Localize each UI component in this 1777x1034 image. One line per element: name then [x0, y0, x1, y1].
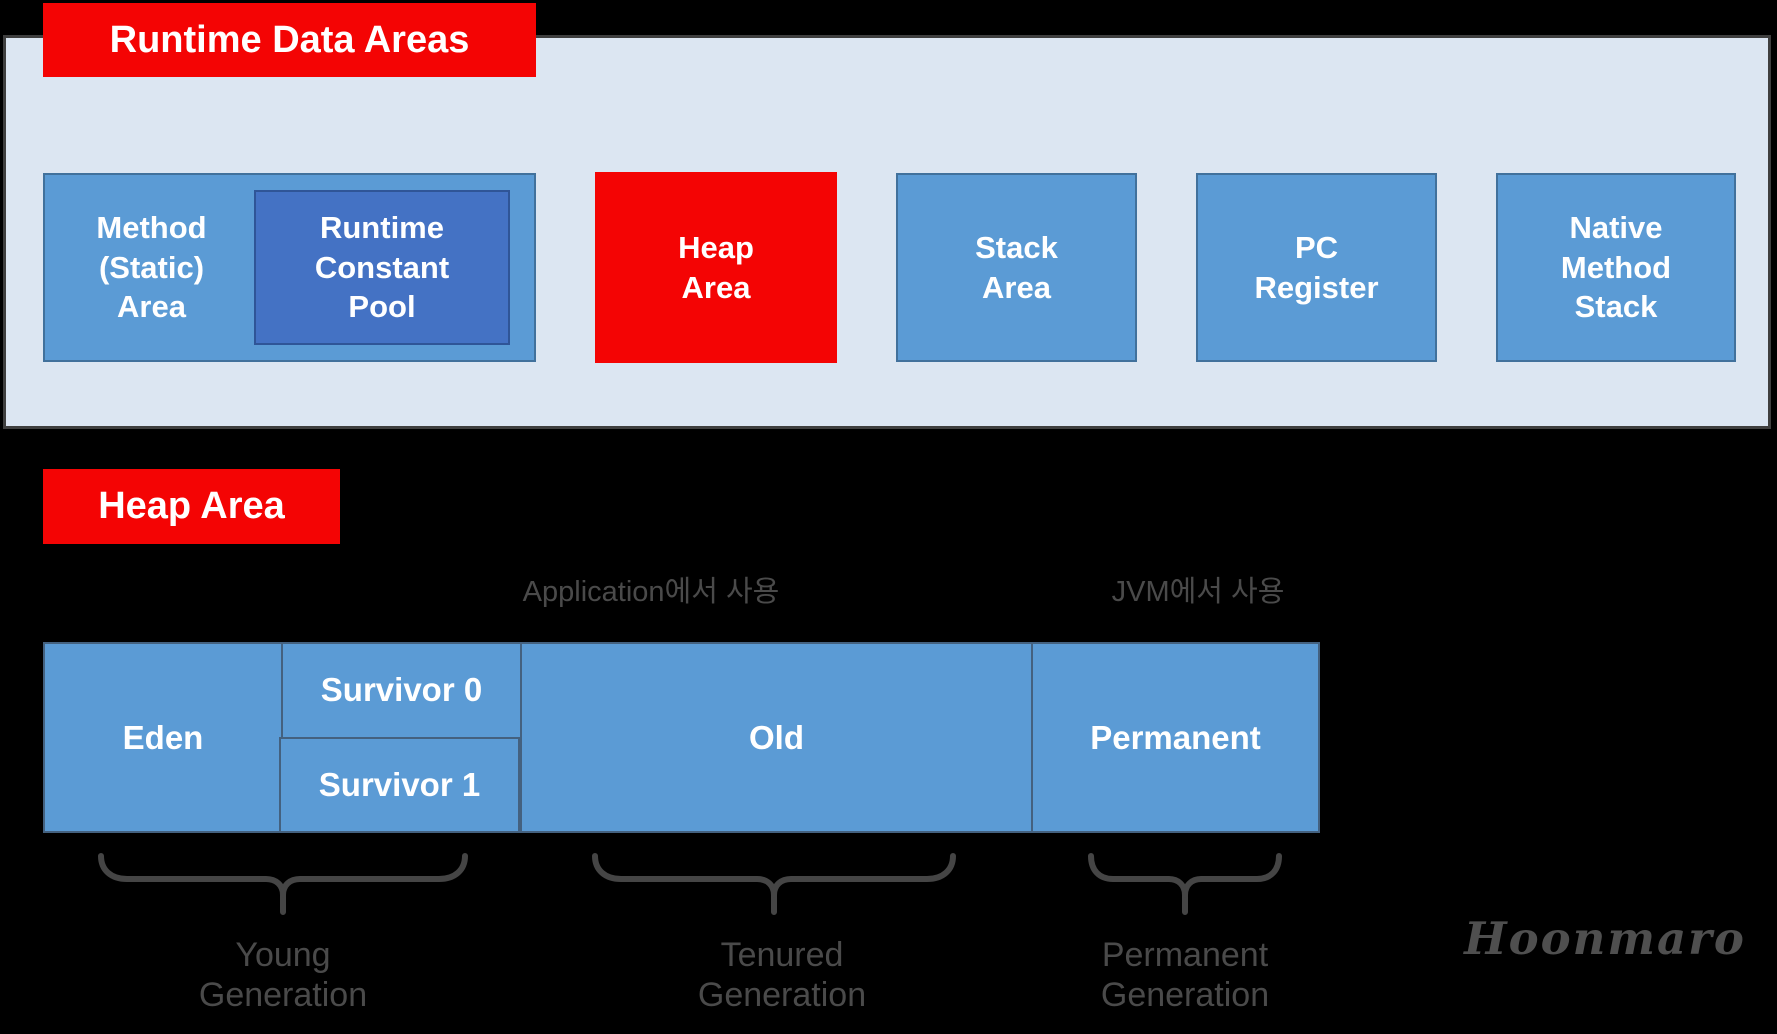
- eden-segment: Eden: [43, 642, 283, 833]
- permanent-generation-label: Permanent Generation: [1100, 936, 1270, 1015]
- old-segment: Old: [520, 642, 1033, 833]
- young-generation-label: Young Generation: [198, 936, 368, 1015]
- jvm-usage-note: JVM에서 사용: [1111, 576, 1285, 608]
- heap-structure-bar: Eden Survivor 0 Survivor 1 Old Permanent: [43, 642, 1326, 833]
- heap-area-title: Heap Area: [43, 469, 340, 544]
- heap-area-box: Heap Area: [595, 172, 837, 363]
- pc-register-box: PC Register: [1196, 173, 1437, 362]
- young-generation-brace: [98, 853, 468, 915]
- application-usage-note: Application에서 사용: [522, 576, 780, 608]
- runtime-constant-pool-box: Runtime Constant Pool: [254, 190, 510, 345]
- permanent-segment: Permanent: [1031, 642, 1320, 833]
- author-signature: Hoonmaro: [1464, 912, 1746, 965]
- stack-area-box: Stack Area: [896, 173, 1137, 362]
- native-method-stack-box: Native Method Stack: [1496, 173, 1736, 362]
- permanent-generation-brace: [1088, 853, 1282, 915]
- survivor1-segment: Survivor 1: [279, 736, 520, 833]
- survivor-column: Survivor 0 Survivor 1: [279, 642, 522, 833]
- survivor0-segment: Survivor 0: [281, 642, 522, 739]
- tenured-generation-brace: [592, 853, 956, 915]
- tenured-generation-label: Tenured Generation: [697, 936, 867, 1015]
- method-static-area-label: Method (Static) Area: [96, 210, 207, 325]
- runtime-data-areas-title: Runtime Data Areas: [43, 3, 536, 77]
- method-static-area-box: Method (Static) Area Runtime Constant Po…: [43, 173, 536, 362]
